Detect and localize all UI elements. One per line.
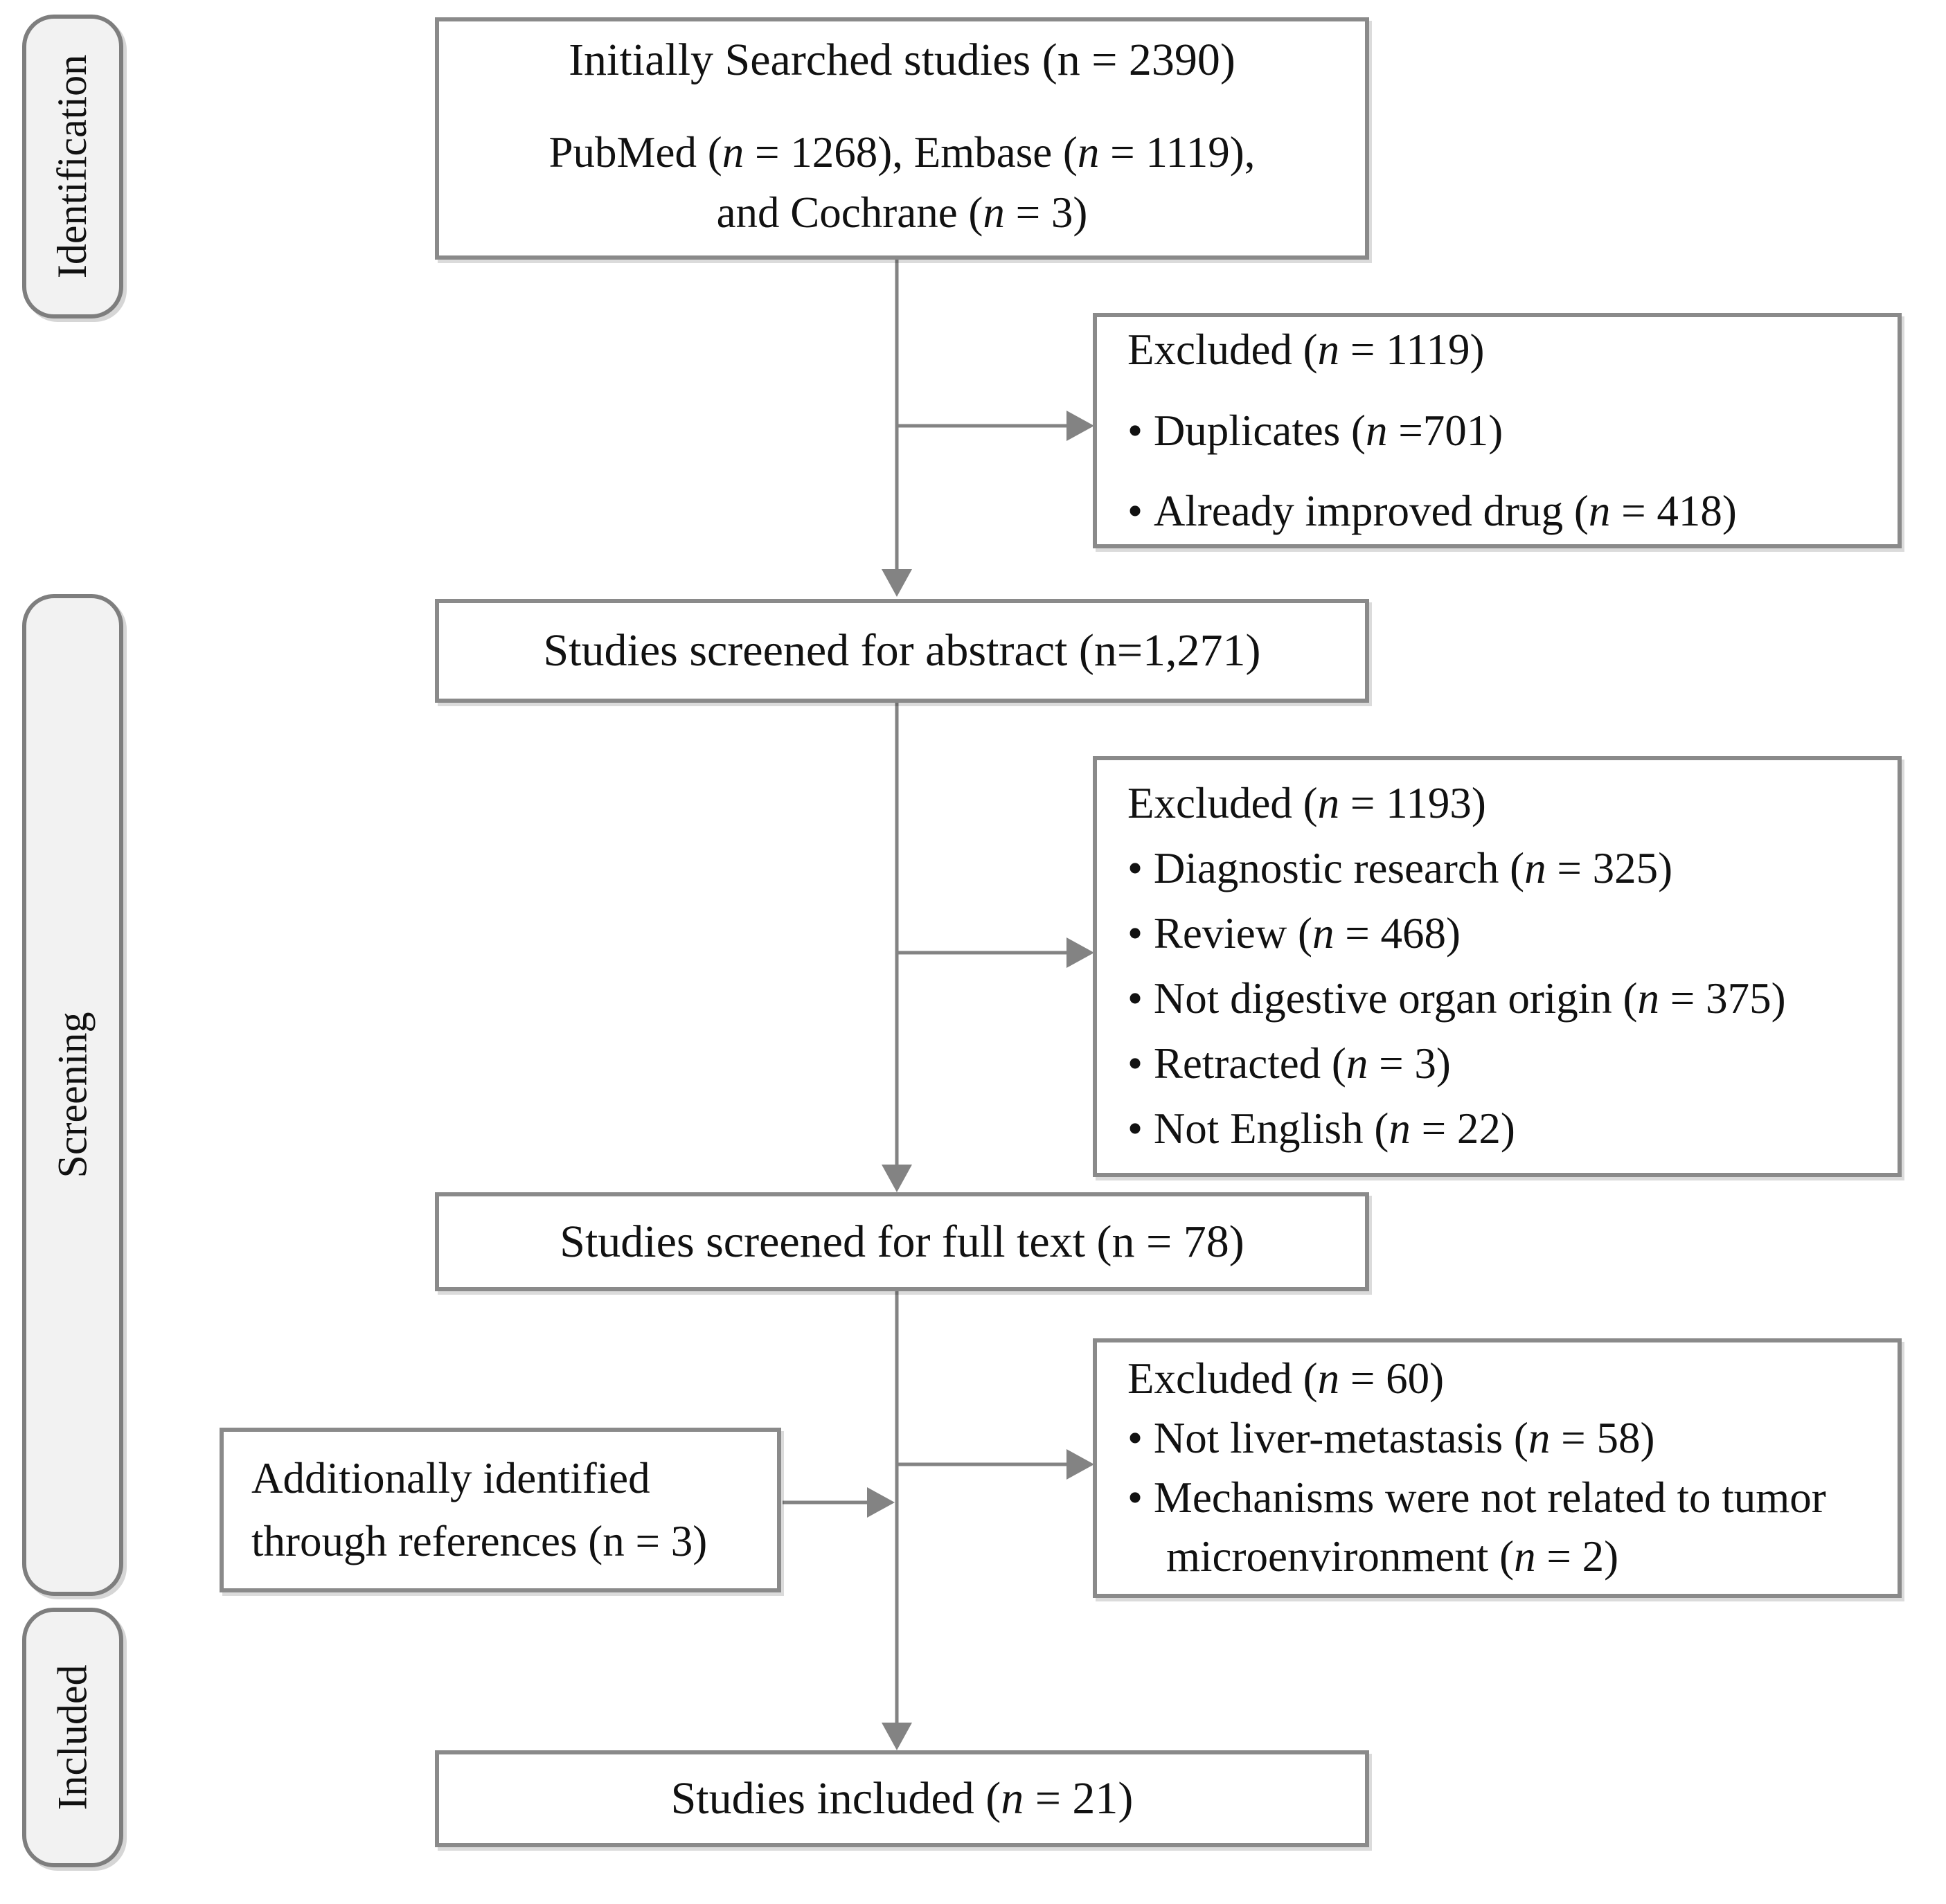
arrow-abstract-to-fulltext <box>882 703 912 1192</box>
box-additional-references: Additionally identified through referenc… <box>220 1428 781 1592</box>
arrow-branch-excluded-identification <box>897 411 1094 441</box>
stage-identification-label: Identification <box>49 54 96 279</box>
arrow-head <box>882 1723 912 1750</box>
screened-fulltext-title: Studies screened for full text (n = 78) <box>560 1216 1244 1267</box>
excluded-fulltext-list: Not liver-metastasis (n = 58) Mechanisms… <box>1127 1409 1877 1587</box>
arrow-head <box>1066 411 1094 441</box>
box-excluded-identification: Excluded (n = 1119) Duplicates (n =701) … <box>1093 313 1902 548</box>
stage-screening: Screening <box>22 594 123 1596</box>
excluded-identification-title: Excluded (n = 1119) <box>1127 325 1485 375</box>
box-screened-fulltext: Studies screened for full text (n = 78) <box>435 1192 1369 1291</box>
stage-included: Included <box>22 1608 123 1867</box>
arrow-head <box>882 1165 912 1192</box>
excluded-abstract-list: Diagnostic research (n = 325) Review (n … <box>1127 836 1877 1161</box>
excluded-item: Duplicates (n =701) <box>1127 398 1877 464</box>
excluded-item: Already improved drug (n = 418) <box>1127 478 1877 544</box>
arrow-additional-to-main <box>783 1487 895 1518</box>
excluded-item: Retracted (n = 3) <box>1127 1032 1877 1097</box>
arrow-head <box>1066 1449 1094 1480</box>
arrow-head <box>882 569 912 597</box>
excluded-item: Review (n = 468) <box>1127 901 1877 967</box>
box-excluded-fulltext: Excluded (n = 60) Not liver-metastasis (… <box>1093 1338 1902 1598</box>
stage-screening-label: Screening <box>49 1012 96 1178</box>
excluded-item: Not digestive organ origin (n = 375) <box>1127 967 1877 1032</box>
box-studies-included: Studies included (n = 21) <box>435 1750 1369 1847</box>
studies-included-title: Studies included (n = 21) <box>670 1773 1134 1824</box>
arrow-head <box>867 1487 895 1518</box>
excluded-abstract-title: Excluded (n = 1193) <box>1127 779 1486 828</box>
arrow-initial-to-abstract <box>882 260 912 597</box>
screened-abstract-title: Studies screened for abstract (n=1,271) <box>543 625 1261 676</box>
initial-search-sources: PubMed (n = 1268), Embase (n = 1119), an… <box>548 123 1255 243</box>
stage-identification: Identification <box>22 15 123 318</box>
additional-references-title: Additionally identified through referenc… <box>251 1453 708 1565</box>
initial-search-sources-line-2: and Cochrane (n = 3) <box>716 188 1088 237</box>
excluded-item: Diagnostic research (n = 325) <box>1127 836 1877 901</box>
initial-search-sources-line-1: PubMed (n = 1268), Embase (n = 1119), <box>548 128 1256 177</box>
excluded-identification-list: Duplicates (n =701) Already improved dru… <box>1127 383 1877 544</box>
box-initial-search: Initially Searched studies (n = 2390) Pu… <box>435 17 1369 260</box>
initial-search-title: Initially Searched studies (n = 2390) <box>569 35 1235 86</box>
excluded-item: Not liver-metastasis (n = 58) <box>1127 1409 1877 1469</box>
excluded-item: Mechanisms were not related to tumor mic… <box>1127 1469 1877 1587</box>
arrow-head <box>1066 937 1094 968</box>
arrow-branch-excluded-fulltext <box>897 1449 1094 1480</box>
excluded-fulltext-title: Excluded (n = 60) <box>1127 1354 1445 1403</box>
arrow-branch-excluded-abstract <box>897 937 1094 968</box>
box-excluded-abstract: Excluded (n = 1193) Diagnostic research … <box>1093 756 1902 1177</box>
box-screened-abstract: Studies screened for abstract (n=1,271) <box>435 599 1369 703</box>
stage-included-label: Included <box>49 1664 96 1811</box>
arrow-fulltext-to-included <box>882 1291 912 1750</box>
excluded-item: Not English (n = 22) <box>1127 1097 1877 1162</box>
